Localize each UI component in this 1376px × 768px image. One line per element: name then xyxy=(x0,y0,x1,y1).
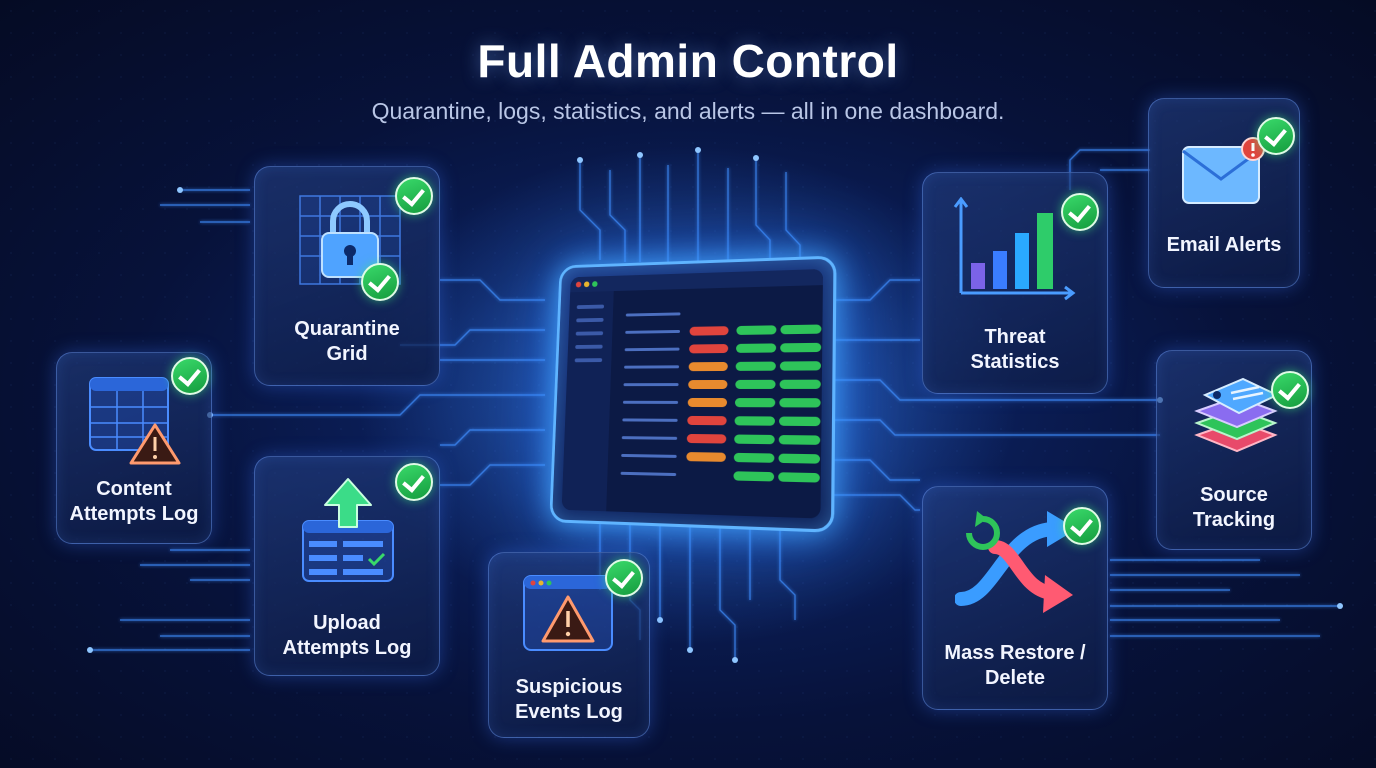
bar-chart-icon xyxy=(953,197,1076,301)
check-icon xyxy=(361,263,399,301)
check-icon xyxy=(171,357,209,395)
check-icon xyxy=(395,463,433,501)
dashboard-sidebar xyxy=(561,291,614,512)
feature-label: Content Attempts Log xyxy=(69,478,199,525)
feature-label: Email Alerts xyxy=(1166,234,1282,256)
feature-label: Suspicious Events Log xyxy=(515,676,623,723)
check-icon xyxy=(1271,371,1309,409)
restore-delete-arrows-icon xyxy=(955,511,1077,613)
warning-table-icon xyxy=(89,377,181,465)
feature-card-upload-attempts-log[interactable]: Upload Attempts Log xyxy=(254,456,440,676)
page-subtitle: Quarantine, logs, statistics, and alerts… xyxy=(371,98,1005,124)
feature-card-email-alerts[interactable]: Email Alerts xyxy=(1148,98,1300,288)
feature-label: Mass Restore / Delete xyxy=(944,642,1086,689)
dashboard-monitor xyxy=(549,255,837,533)
stacked-tags-icon xyxy=(1194,377,1280,453)
feature-card-mass-restore-delete[interactable]: Mass Restore / Delete xyxy=(922,486,1108,710)
feature-label: Quarantine Grid xyxy=(294,318,400,365)
feature-label: Threat Statistics xyxy=(970,326,1060,373)
feature-label: Source Tracking xyxy=(1192,484,1276,531)
warning-window-icon xyxy=(523,575,613,651)
feature-card-quarantine-grid[interactable]: Quarantine Grid xyxy=(254,166,440,386)
check-icon xyxy=(1061,193,1099,231)
feature-card-threat-statistics[interactable]: Threat Statistics xyxy=(922,172,1108,394)
feature-card-source-tracking[interactable]: Source Tracking xyxy=(1156,350,1312,550)
feature-label: Upload Attempts Log xyxy=(282,612,412,659)
dashboard-screen xyxy=(561,268,824,519)
check-icon xyxy=(1063,507,1101,545)
window-titlebar xyxy=(570,268,824,293)
check-icon xyxy=(395,177,433,215)
upload-table-icon xyxy=(302,478,394,582)
check-icon xyxy=(605,559,643,597)
feature-card-content-attempts-log[interactable]: Content Attempts Log xyxy=(56,352,212,544)
page-title: Full Admin Control xyxy=(477,35,899,87)
feature-card-suspicious-events-log[interactable]: Suspicious Events Log xyxy=(488,552,650,738)
envelope-alert-icon xyxy=(1182,137,1265,204)
check-icon xyxy=(1257,117,1295,155)
